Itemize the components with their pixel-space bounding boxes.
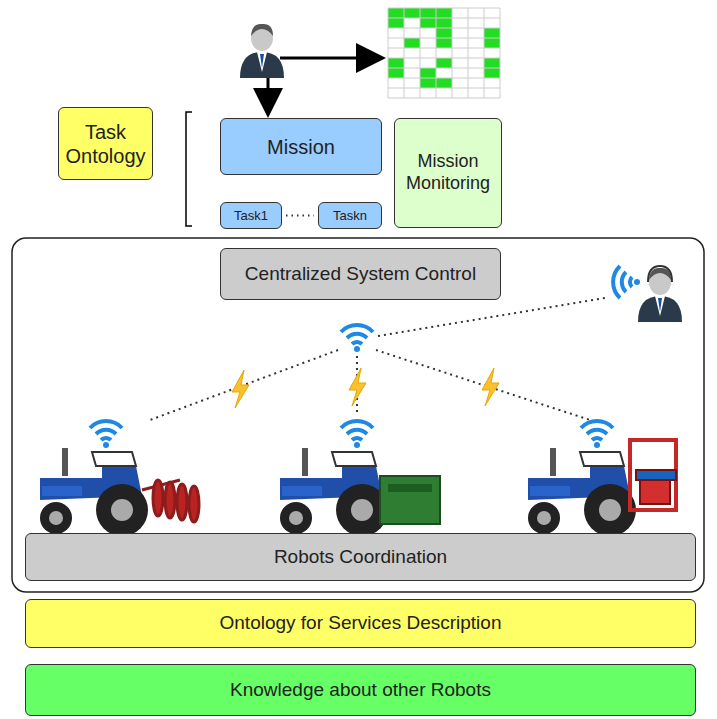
node-label: Task1 [234,208,268,224]
node-label: Knowledge about other Robots [230,679,491,702]
node-label: Mission [267,135,335,159]
monitoring-box: Mission Monitoring [394,118,502,228]
node-label: Taskn [333,208,367,224]
ontology-box: Task Ontology [58,107,153,180]
node-label: Centralized System Control [245,263,476,286]
control-box: Centralized System Control [220,248,501,300]
knowledge-band: Knowledge about other Robots [25,664,696,716]
ontology-band: Ontology for Services Description [25,599,696,648]
node-label: Robots Coordination [274,546,447,569]
node-label: Ontology for Services Description [220,612,502,635]
coordination-band: Robots Coordination [25,533,696,581]
mission-box: Mission [220,118,382,175]
node-label: Mission Monitoring [401,151,495,194]
node-label: Task Ontology [65,120,146,168]
dotted-connector [286,215,314,217]
task-box: Task1 [220,202,282,229]
task-box: Taskn [318,202,382,229]
